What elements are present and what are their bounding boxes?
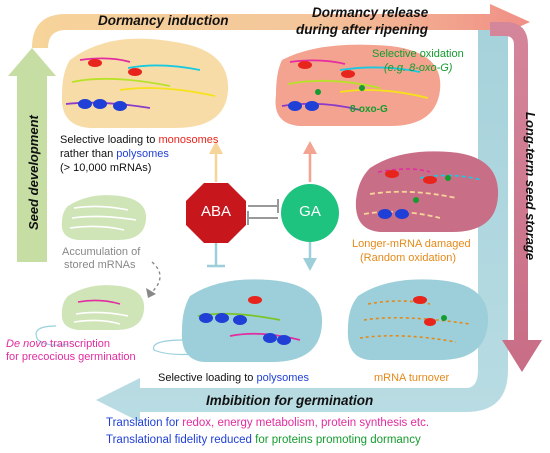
seed-stored-mrnas (61, 195, 147, 240)
long-term-storage-arrow (490, 22, 542, 372)
monosome-loading-label-1: Selective loading to monosomes (60, 134, 219, 146)
fidelity-label: Translational fidelity reduced for prote… (106, 434, 421, 446)
de-novo-label-1: De novo transcription (6, 338, 110, 350)
accumulation-label-2: stored mRNAs (64, 259, 136, 271)
monosome-loading-label-3: (> 10,000 mRNAs) (60, 162, 152, 174)
dashed-arrow-head (146, 288, 156, 298)
polysome-loading-label: Selective loading to polysomes (158, 372, 310, 384)
hormone-crosstalk (207, 141, 317, 271)
monosome-loading-label-2: rather than polysomes (60, 148, 169, 160)
seed-mrna-turnover (347, 279, 489, 360)
imbibition-arrow (96, 30, 508, 422)
seed-imbibition-polysomes (181, 279, 323, 362)
dormancy-release-label-2: during after ripening (296, 22, 429, 37)
random-oxidation-label: (Random oxidation) (360, 252, 456, 264)
seed-long-term-storage (355, 151, 499, 232)
aba-label: ABA (200, 203, 231, 220)
long-term-storage-label: Long-term seed storage (523, 112, 538, 261)
dashed-arrow-to-de-novo (151, 261, 161, 293)
dormancy-induction-label: Dormancy induction (98, 13, 229, 28)
de-novo-label-2: for precocious germination (6, 351, 136, 363)
seed-de-novo-transcription (61, 285, 145, 330)
seed-outline-de-novo (35, 325, 69, 346)
imbibition-label: Imbibition for germination (206, 393, 374, 408)
aba-octagon (186, 183, 246, 243)
seed-development-label: Seed development (26, 115, 41, 230)
translation-label: Translation for redox, energy metabolism… (106, 417, 430, 429)
dormancy-induction-arrow (32, 4, 530, 48)
ga-circle (281, 184, 339, 242)
selective-oxidation-example: (e.g. 8-oxo-G) (384, 62, 453, 74)
longer-mrna-damaged-label: Longer-mRNA damaged (352, 238, 471, 250)
mrna-turnover-label: mRNA turnover (374, 372, 450, 384)
seed-outline-imbibition (153, 339, 197, 356)
seed-dormancy-induction (61, 38, 229, 128)
oxo-g-tag: 8-oxo-G (350, 104, 388, 115)
dormancy-release-label-1: Dormancy release (312, 5, 429, 20)
accumulation-label-1: Accumulation of (62, 246, 141, 258)
seed-development-arrow (8, 48, 56, 262)
ga-label: GA (299, 203, 321, 220)
seed-dormancy-release (275, 44, 441, 126)
selective-oxidation-label: Selective oxidation (372, 48, 464, 60)
